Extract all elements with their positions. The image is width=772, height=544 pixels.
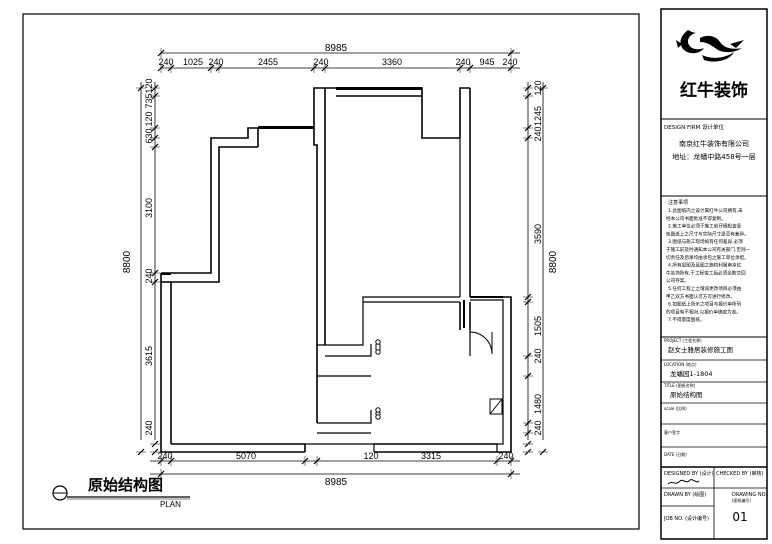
- note-line: 甲乙双方书面认可方可进行修改。: [666, 293, 735, 300]
- notes-list: 1.此图纸内之设计属红牛公司拥有,未经本公司书面批准不得复制。2.施工单位必须于…: [666, 207, 751, 323]
- right-seg-5: 3590: [533, 224, 543, 244]
- drawing-subtitle: PLAN: [160, 500, 181, 509]
- top-seg-7: 240: [455, 57, 470, 67]
- left-seg-1: 240: [144, 420, 154, 435]
- title-label: TITLE (图纸名称): [663, 382, 696, 388]
- note-line: 核图纸上之尺寸与实际尺寸是否有差异。: [666, 230, 749, 237]
- right-seg-3: 240: [533, 348, 543, 363]
- left-seg-6: 120: [144, 111, 154, 126]
- note-line: 经本公司书面批准不得复制。: [666, 215, 726, 222]
- top-dimensions: 8985 240 1025 240 2455 240 3360 240 945 …: [158, 43, 517, 67]
- note-line: 公司存案。: [666, 277, 689, 284]
- location-label: LOCATION (地点): [664, 361, 697, 367]
- bottom-seg-1: 240: [157, 451, 172, 461]
- firm-name: 南京红牛装饰有限公司: [679, 139, 749, 148]
- left-total: 8800: [122, 250, 133, 273]
- left-dimensions: 8800 240 3615 240 3100 630 120 735 120: [122, 78, 154, 435]
- note-line: 4.所有层图及蓝图之施权利属南京红: [668, 262, 742, 269]
- top-seg-5: 240: [313, 57, 328, 67]
- right-seg-1: 240: [533, 420, 543, 435]
- floor-plan-walls: [160, 87, 512, 453]
- firm-address: 地址：龙蟠中路458号一层: [672, 152, 755, 161]
- scale-label: scale (比例): [664, 405, 687, 411]
- bottom-seg-5: 240: [498, 451, 513, 461]
- drawing-no-sub: (图纸编号): [732, 497, 752, 503]
- note-line: 3.图纸与施工现场如有任何差异,必须: [668, 238, 743, 245]
- right-seg-7: 1245: [533, 106, 543, 126]
- top-total: 8985: [325, 43, 348, 54]
- left-seg-7: 735: [144, 93, 154, 108]
- right-total: 8800: [548, 250, 559, 273]
- top-seg-2: 1025: [183, 57, 203, 67]
- right-seg-6: 240: [533, 126, 543, 141]
- sheet-number: 01: [732, 510, 747, 524]
- top-seg-3: 240: [208, 57, 223, 67]
- left-seg-2: 3615: [144, 346, 154, 366]
- left-seg-5: 630: [144, 128, 154, 143]
- bottom-seg-3: 120: [363, 451, 378, 461]
- note-line: 1.此图纸内之设计属红牛公司拥有,未: [668, 207, 743, 214]
- note-line: 于施工前及时通知本公司有关部门,否则一: [666, 246, 751, 253]
- note-line: 6.如图纸上所示之项目与报价单所列: [668, 301, 742, 308]
- right-seg-8: 120: [533, 80, 543, 95]
- date-label: DATE (日期): [664, 451, 687, 457]
- note-line: 7.不得量度图纸。: [668, 316, 705, 323]
- top-seg-6: 3360: [382, 57, 402, 67]
- top-seg-8: 945: [479, 57, 494, 67]
- job-no-label: JOB NO. (设计编号): [663, 515, 709, 522]
- right-dimensions: 8800 240 1480 240 1505 3590 240 1245 120: [533, 80, 559, 435]
- top-seg-1: 240: [158, 57, 173, 67]
- project-name: 赵女士雅居装修施工图: [668, 345, 733, 354]
- bottom-dimensions: 240 5070 120 3315 240 8985: [157, 451, 513, 488]
- bull-logo-icon: [676, 30, 744, 62]
- signature-mark-icon: [667, 479, 700, 485]
- brand-name: 红牛装饰: [680, 80, 748, 101]
- drawing-frame: [22, 13, 640, 530]
- bottom-total: 8985: [325, 477, 348, 488]
- door-swing: [469, 331, 503, 415]
- title-value: 原始结构图: [670, 390, 703, 399]
- title-block: 红牛装饰 DESIGN FIRM 设计单位 南京红牛装饰有限公司 地址：龙蟠中路…: [661, 30, 767, 539]
- bottom-seg-2: 5070: [236, 451, 256, 461]
- right-seg-2: 1480: [533, 394, 543, 414]
- drawing-title-block: 原始结构图 PLAN: [52, 476, 190, 509]
- project-label: PROJECT (工程名称): [664, 337, 702, 343]
- note-line: 的项目有不相对,以报价单确定为准。: [666, 308, 741, 315]
- note-line: 切责任及后果均由承包之施工单位承担。: [666, 254, 749, 261]
- top-seg-9: 240: [502, 57, 517, 67]
- designed-by-label: DESIGNED BY (设计): [664, 470, 714, 477]
- note-line: 5.任何工程上之增减更改项目必须由: [668, 285, 742, 292]
- dimension-lines: [140, 52, 544, 475]
- drawing-no-label: DRAWING NO.: [732, 492, 767, 498]
- bottom-seg-4: 3315: [421, 451, 441, 461]
- right-seg-4: 1505: [533, 316, 543, 336]
- windows: [161, 87, 503, 328]
- checked-by-label: CHECKED BY (审核): [716, 470, 764, 477]
- client-label: 客户签字: [664, 429, 680, 435]
- left-seg-8: 120: [144, 78, 154, 93]
- location-value: 龙蟠园1-1804: [670, 369, 713, 378]
- notes-title: 注意事项: [668, 199, 688, 206]
- design-firm-label: DESIGN FIRM 设计单位: [664, 123, 725, 131]
- pipe-fixtures: [375, 339, 381, 420]
- drawing-title: 原始结构图: [88, 476, 163, 494]
- top-seg-4: 2455: [258, 57, 278, 67]
- left-seg-3: 240: [144, 268, 154, 283]
- left-seg-4: 3100: [144, 198, 154, 218]
- note-line: 牛装饰所有,于工程竣工后必须全数交回: [666, 269, 746, 276]
- note-line: 2.施工单位必须于施工前仔细检查复: [668, 223, 742, 230]
- dimension-ticks: [136, 48, 548, 479]
- drawn-by-label: DRAWN BY (绘图): [664, 491, 706, 498]
